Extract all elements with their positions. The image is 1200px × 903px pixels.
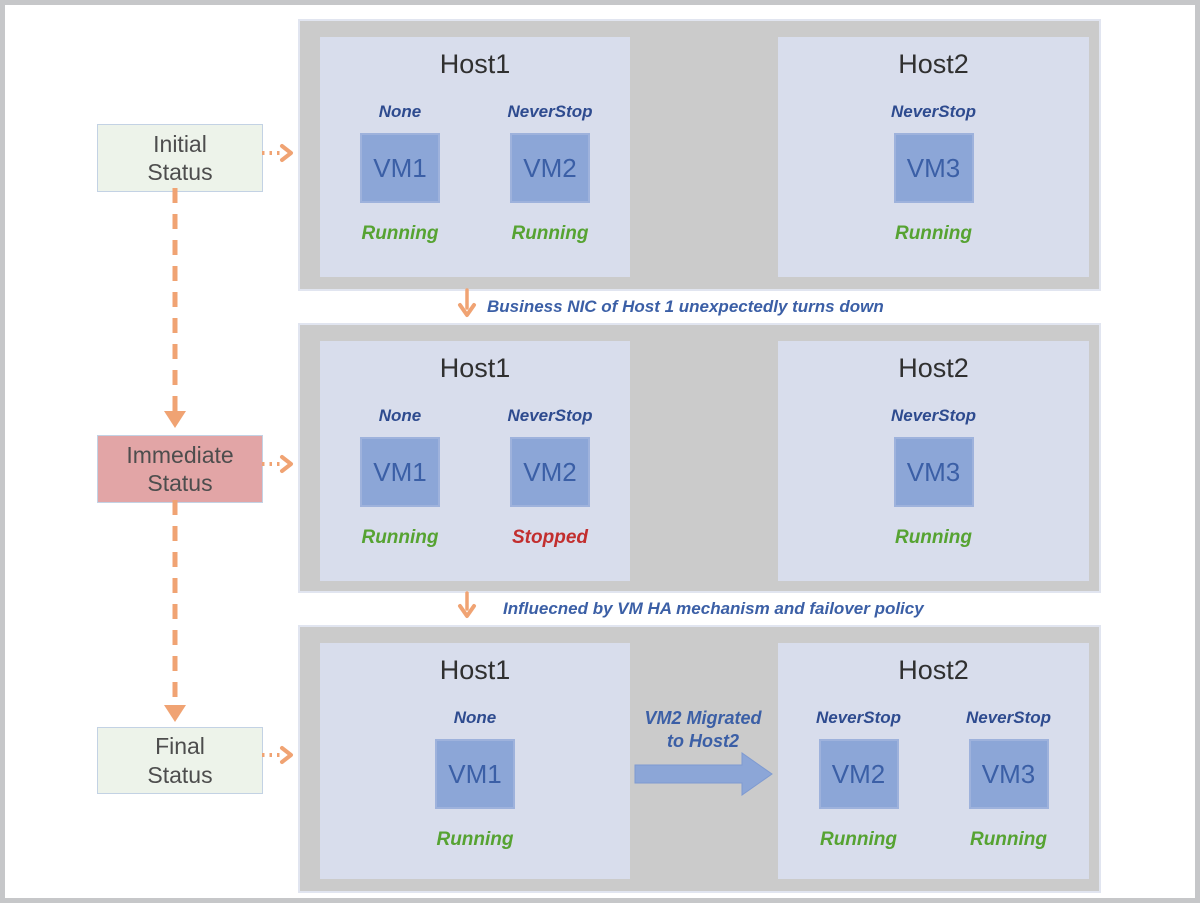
panel-immediate-status: Host1 None VM1 Running NeverStop VM2 Sto…: [298, 323, 1101, 593]
vm-policy-label: None: [453, 708, 497, 727]
down-arrowhead-icon: [458, 604, 476, 618]
vm-group-vm2: NeverStop VM2 Stopped: [504, 406, 596, 549]
vm-policy-label: NeverStop: [507, 102, 593, 121]
vm-name: VM2: [831, 758, 886, 789]
vm-box: VM3: [893, 133, 974, 203]
stage-label-immediate-status: Immediate Status: [97, 435, 263, 503]
transition-text-nic-down: Business NIC of Host 1 unexpectedly turn…: [487, 297, 884, 316]
host-title: Host2: [898, 49, 969, 79]
host2-box: Host2 NeverStop VM3 Running: [778, 341, 1089, 581]
panel-final-status: Host1 None VM1 Running Host2 NeverStop V…: [298, 625, 1101, 893]
host-title: Host1: [439, 49, 511, 79]
vm-name: VM3: [906, 456, 961, 487]
host-title: Host2: [898, 655, 969, 685]
vm-row: None VM1 Running NeverStop VM2 Running: [320, 102, 630, 245]
vm-box: VM2: [818, 739, 899, 809]
vm-policy-label: NeverStop: [815, 708, 902, 727]
vm-policy-label: None: [378, 406, 422, 425]
migration-label: VM2 Migrated to Host2: [644, 708, 762, 752]
vm-box: VM1: [360, 133, 440, 203]
vm-row: None VM1 Running NeverStop VM2 Stopped: [320, 406, 630, 549]
vm-box: VM3: [893, 437, 974, 507]
vm-group-vm2: NeverStop VM2 Running: [504, 102, 596, 245]
vm-status-label: Running: [969, 829, 1048, 850]
vm-box: VM1: [360, 437, 440, 507]
right-arrowhead-icon: [280, 144, 293, 162]
vm-status-label: Running: [511, 223, 589, 244]
vm-status-label: Running: [436, 829, 514, 850]
down-arrowhead-icon: [458, 303, 476, 317]
host1-box: Host1 None VM1 Running: [320, 643, 630, 879]
vm-box: VM3: [968, 739, 1049, 809]
vm-policy-label: NeverStop: [507, 406, 593, 425]
vm-policy-label: NeverStop: [965, 708, 1052, 727]
host2-box: Host2 NeverStop VM2 Running NeverStop VM…: [778, 643, 1089, 879]
down-arrowhead-icon: [164, 705, 186, 722]
vm-policy-label: NeverStop: [890, 406, 977, 425]
vm-name: VM1: [373, 456, 427, 487]
vm-group-vm1: None VM1 Running: [429, 708, 521, 851]
right-arrowhead-icon: [280, 455, 293, 473]
vm-name: VM2: [523, 152, 577, 183]
vm-policy-label: None: [378, 102, 422, 121]
panel-initial-status: Host1 None VM1 Running NeverStop VM2 Run…: [298, 19, 1101, 291]
vm-name: VM1: [373, 152, 427, 183]
down-arrowhead-icon: [164, 411, 186, 428]
vm-group-vm2: NeverStop VM2 Running: [813, 708, 905, 851]
vm-group-vm3: NeverStop VM3 Running: [963, 708, 1055, 851]
vm-name: VM3: [981, 758, 1036, 789]
vm-row: NeverStop VM2 Running NeverStop VM3 Runn…: [778, 708, 1089, 851]
host1-box: Host1 None VM1 Running NeverStop VM2 Sto…: [320, 341, 630, 581]
vm-status-label: Running: [361, 223, 439, 244]
stage-label-final-status: Final Status: [97, 727, 263, 794]
vm-name: VM1: [448, 758, 502, 789]
host2-box: Host2 NeverStop VM3 Running: [778, 37, 1089, 277]
host1-box: Host1 None VM1 Running NeverStop VM2 Run…: [320, 37, 630, 277]
vm-status-label: Running: [819, 829, 898, 850]
vm-group-vm3: NeverStop VM3 Running: [888, 406, 980, 549]
stage-label-initial-status: Initial Status: [97, 124, 263, 192]
vm-name: VM3: [906, 152, 961, 183]
host-title: Host1: [439, 353, 511, 383]
vm-box: VM1: [435, 739, 515, 809]
vm-policy-label: NeverStop: [890, 102, 977, 121]
host-title: Host2: [898, 353, 969, 383]
vm-group-vm1: None VM1 Running: [354, 406, 446, 549]
vm-status-label: Stopped: [512, 527, 588, 548]
vm-row: NeverStop VM3 Running: [778, 102, 1089, 245]
vm-group-vm3: NeverStop VM3 Running: [888, 102, 980, 245]
vm-group-vm1: None VM1 Running: [354, 102, 446, 245]
right-arrowhead-icon: [280, 746, 293, 764]
host-title: Host1: [439, 655, 511, 685]
transition-text-ha-failover: Influecned by VM HA mechanism and failov…: [503, 599, 924, 618]
vm-status-label: Running: [361, 527, 439, 548]
vm-status-label: Running: [894, 527, 973, 548]
vm-box: VM2: [510, 133, 590, 203]
vm-row: NeverStop VM3 Running: [778, 406, 1089, 549]
vm-status-label: Running: [894, 223, 973, 244]
vm-box: VM2: [510, 437, 590, 507]
vm-name: VM2: [523, 456, 577, 487]
vm-row: None VM1 Running: [320, 708, 630, 851]
